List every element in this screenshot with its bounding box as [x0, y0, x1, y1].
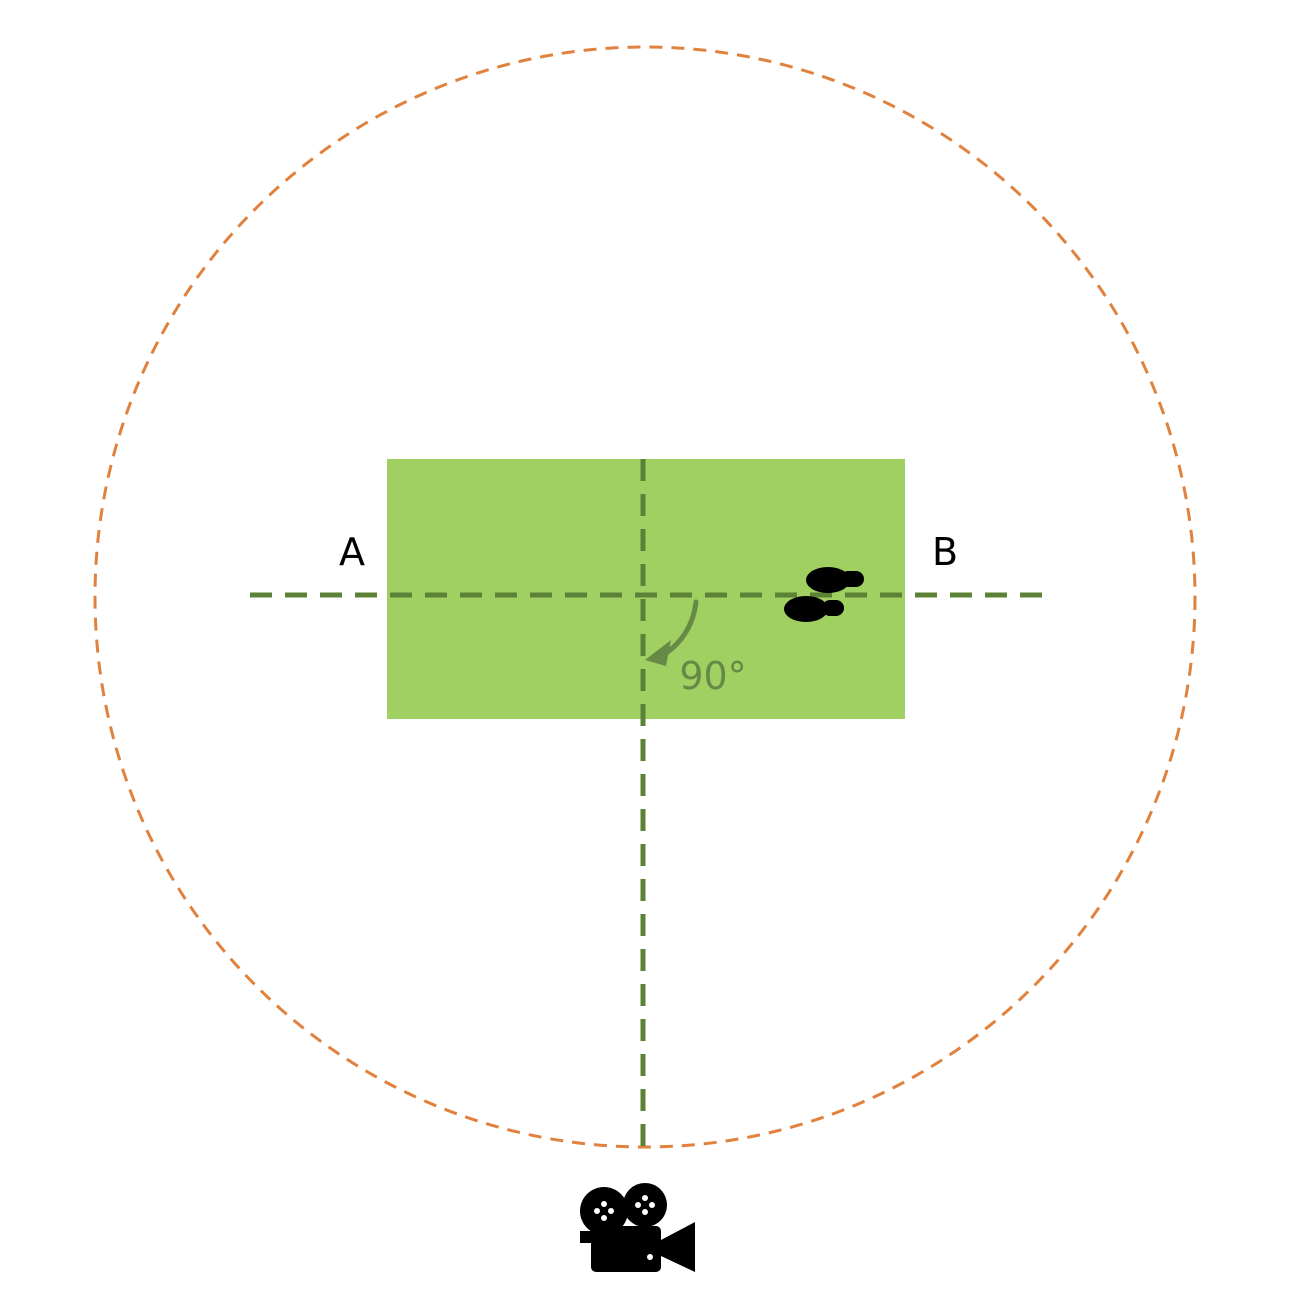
angle-arrow: [645, 599, 699, 666]
point-a-label: A: [339, 530, 365, 574]
footprints-icon: [784, 567, 864, 622]
camera-path-circle: [93, 45, 1197, 1149]
angle-label: 90°: [679, 654, 746, 698]
point-b-label: B: [932, 530, 958, 574]
movie-camera-icon: [580, 1183, 695, 1272]
